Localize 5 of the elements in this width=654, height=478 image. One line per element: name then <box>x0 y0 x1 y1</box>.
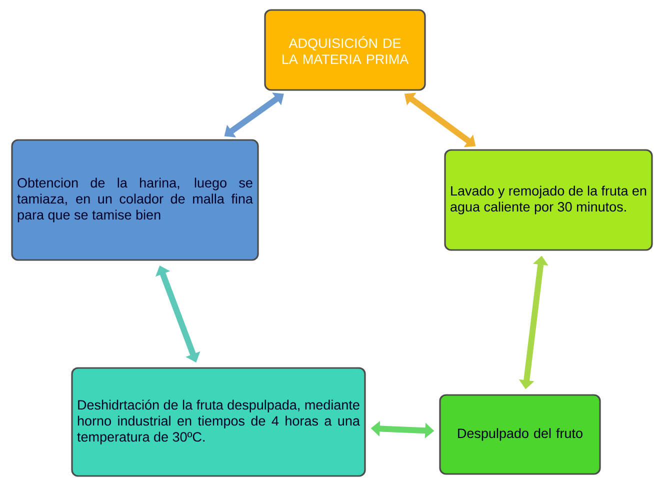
process-box: Obtencion de la harina, luego se tamiaza, en un colador de malla fina para que se tamise bien <box>11 139 259 261</box>
process-box: ADQUISICIÓN DE LA MATERIA PRIMA <box>264 9 426 91</box>
process-box: Despulpado del fruto <box>439 394 601 475</box>
process-box: Lavado y remojado de la fruta en agua caliente por 30 minutos. <box>444 149 653 251</box>
process-box: Deshidrtación de la fruta despulpada, mediante horno industrial en tiempos de 4 horas a una temperatura de 30ºC. <box>71 367 366 477</box>
